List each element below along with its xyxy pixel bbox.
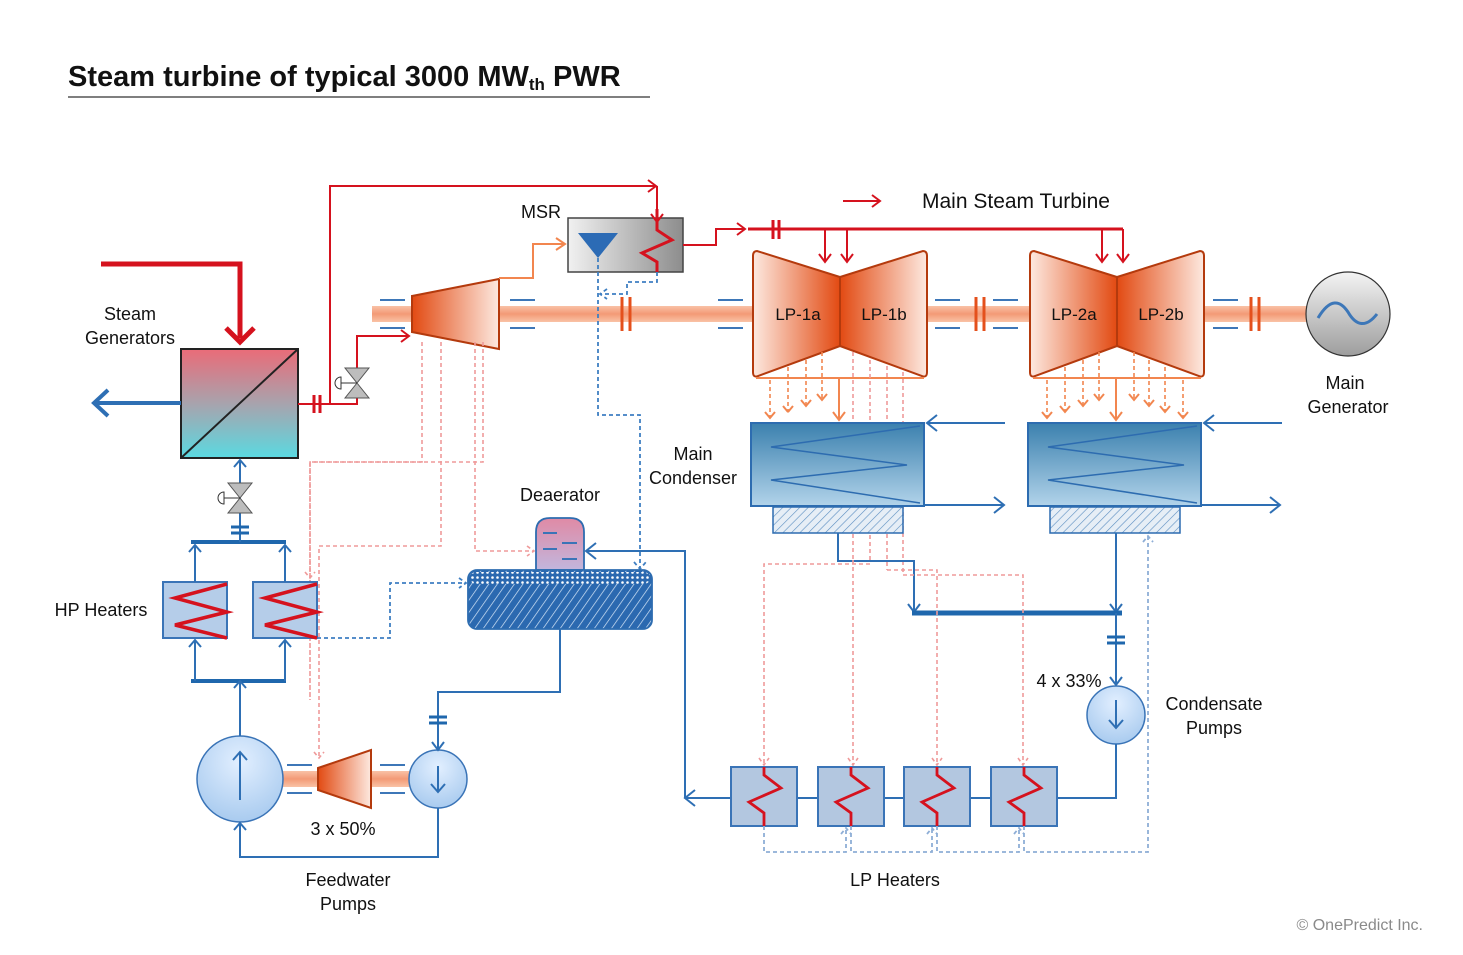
condensate-pumps-config: 4 x 33%	[1036, 671, 1101, 691]
bearings	[287, 299, 1238, 794]
feedwater-valve-icon	[217, 482, 254, 514]
couplings	[620, 297, 1261, 331]
main-condenser-label-1: Main	[673, 444, 712, 464]
feedwater-pumps-label-1: Feedwater	[305, 870, 390, 890]
hp-heater-drain	[317, 577, 468, 639]
lp-heaters-label: LP Heaters	[850, 870, 940, 890]
title-subscript: th	[529, 75, 545, 94]
turbine-lp-2b-label: LP-2b	[1138, 305, 1183, 324]
lp-steam-header	[683, 220, 1130, 264]
svg-text:Steam turbine of typical 3000: Steam turbine of typical 3000 MWth PWR	[68, 61, 621, 94]
legend-arrow-icon	[843, 194, 882, 208]
msr-drain-arrow-icon	[633, 561, 647, 571]
hp-heater-headers	[188, 458, 292, 683]
copyright: © OnePredict Inc.	[1296, 917, 1423, 934]
legend: Main Steam Turbine	[843, 190, 1110, 213]
lp-turbine-1: LP-1a LP-1b	[752, 249, 928, 378]
up-arrow-icon	[232, 750, 248, 800]
primary-inlet-line	[101, 261, 243, 338]
condensate-pumps-label-2: Pumps	[1186, 718, 1242, 738]
separator-icon	[578, 233, 618, 258]
steam-valve-icon	[334, 367, 371, 399]
main-steam-line	[298, 179, 658, 413]
turbine-lp-1b-label: LP-1b	[861, 305, 906, 324]
hp-exhaust-line	[499, 243, 565, 279]
primary-outlet-arrow-icon	[91, 388, 110, 418]
lp-heater-drains	[763, 534, 1154, 853]
steam-generator: Steam Generators	[85, 304, 299, 459]
down-arrow-icon	[430, 766, 446, 794]
msr-label: MSR	[521, 202, 561, 222]
legend-main-steam-turbine: Main Steam Turbine	[922, 190, 1110, 213]
condensate-to-deaerator-line	[584, 542, 686, 798]
title-suffix: PWR	[545, 61, 621, 93]
reheater-drain-arrow-icon	[598, 288, 608, 300]
primary-inlet-arrow-icon	[224, 326, 256, 346]
feedwater-pumps-config: 3 x 50%	[310, 819, 375, 839]
lp-heaters: LP Heaters	[730, 766, 1058, 890]
main-condenser-2	[1027, 414, 1282, 534]
msr: MSR	[521, 186, 684, 273]
main-condenser-1: Main Condenser	[649, 414, 1006, 534]
hp-heaters: HP Heaters	[55, 581, 324, 640]
main-generator-label-1: Main	[1325, 373, 1364, 393]
down-arrow-icon	[1108, 700, 1124, 730]
sine-wave-icon	[1316, 301, 1379, 325]
fwp-turbine	[317, 748, 372, 810]
hp-turbine	[411, 277, 500, 351]
steam-generators-label-1: Steam	[104, 304, 156, 324]
page-title: Steam turbine of typical 3000 MWth PWR	[68, 61, 650, 98]
feedwater-pumps-label-2: Pumps	[320, 894, 376, 914]
title-main: Steam turbine of typical 3000 MW	[68, 61, 530, 93]
hp-extraction-fwp-turbine	[313, 342, 442, 760]
condensate-pump: 4 x 33% Condensate Pumps	[1036, 671, 1263, 745]
main-condenser-label-2: Condenser	[649, 468, 737, 488]
reheater-drain-line	[600, 272, 658, 295]
deaerator-label: Deaerator	[520, 485, 600, 505]
main-generator-label-2: Generator	[1307, 397, 1388, 417]
condensate-header	[837, 533, 1125, 687]
turbine-lp-1a-label: LP-1a	[775, 305, 821, 324]
hp-extraction-deaerator	[474, 342, 536, 557]
hp-extraction-2	[304, 342, 484, 580]
reheater-coil-icon	[638, 209, 676, 272]
feedwater-pumps: 3 x 50% Feedwater Pumps	[196, 629, 561, 914]
condensate-pumps-label-1: Condensate	[1165, 694, 1262, 714]
steam-generators-label-2: Generators	[85, 328, 175, 348]
msr-drain-line	[597, 258, 641, 568]
deaerator: Deaerator	[467, 485, 653, 630]
main-generator: Main Generator	[1305, 271, 1391, 417]
hp-heaters-label: HP Heaters	[55, 600, 148, 620]
lp-turbine-2: LP-2a LP-2b	[1029, 249, 1205, 378]
turbine-lp-2a-label: LP-2a	[1051, 305, 1097, 324]
hp-exhaust-arrow-icon	[555, 237, 567, 251]
lp-extraction-lines	[758, 560, 1029, 767]
